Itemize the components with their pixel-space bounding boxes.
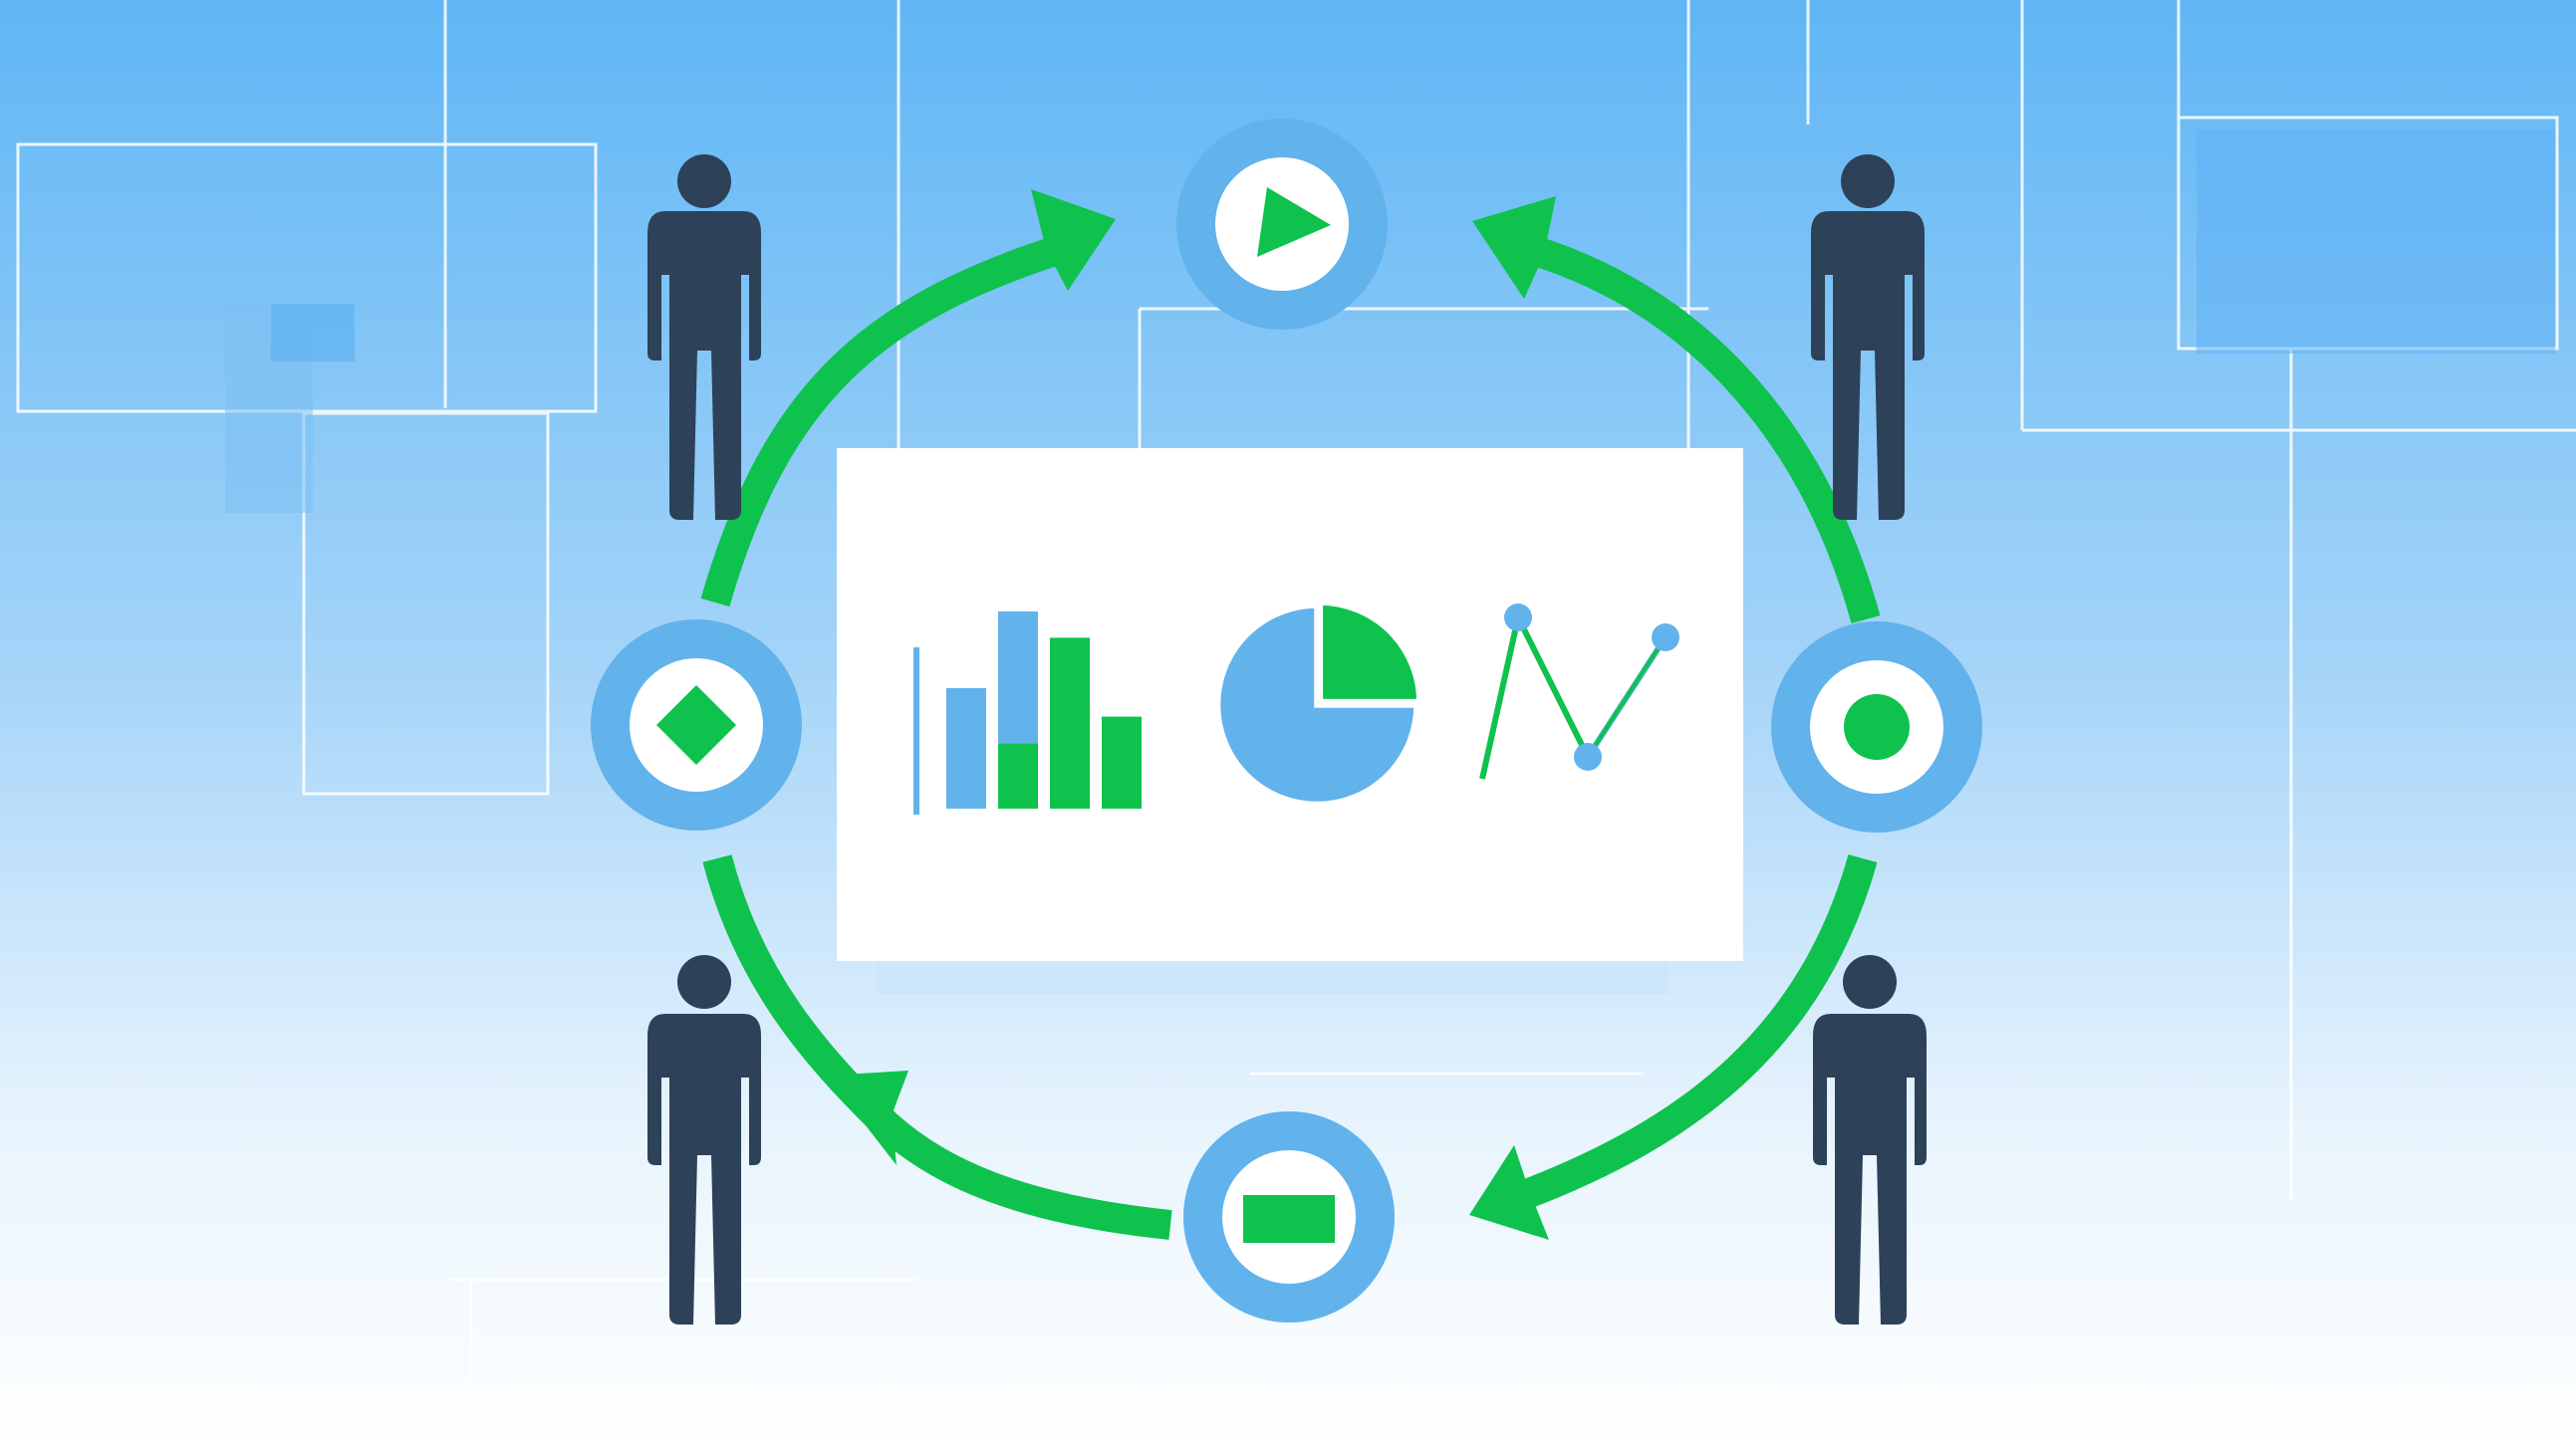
pie-chart-slices <box>1214 599 1423 808</box>
person-head <box>677 154 731 208</box>
arrowhead-left-icon <box>1469 1145 1549 1240</box>
play-icon <box>1257 187 1331 257</box>
dashboard-panel <box>837 448 1743 961</box>
dot-icon <box>1844 694 1910 760</box>
cycle-arrow-top-left <box>700 234 1066 607</box>
person-icon-bottom-left <box>647 955 761 1325</box>
cycle-node-top <box>1176 119 1388 330</box>
line-chart-point <box>1504 604 1532 631</box>
person-body <box>647 211 761 520</box>
arrowhead-up-icon <box>827 1071 908 1165</box>
line-chart-icon <box>1479 604 1679 780</box>
bar-chart-bars <box>946 611 1142 809</box>
arrowhead-left-icon <box>1472 196 1556 299</box>
line-chart-point <box>1574 743 1602 771</box>
pie-chart-slice <box>1317 599 1423 705</box>
decor-block <box>271 304 355 362</box>
pie-chart-icon <box>1214 599 1423 808</box>
bar-chart-bar <box>1050 637 1090 809</box>
diamond-icon <box>656 685 736 765</box>
cycle-arrow-top-right <box>1524 234 1881 623</box>
person-icon-top-left <box>647 154 761 520</box>
bar-chart-bar-segment <box>998 743 1038 809</box>
person-head <box>1843 955 1897 1009</box>
person-body <box>1811 211 1925 520</box>
line-chart-segment-green <box>1586 647 1660 759</box>
decor-block <box>2196 129 2555 354</box>
person-head <box>677 955 731 1009</box>
pie-chart-slice <box>1214 602 1420 808</box>
cycle-arrowheads <box>827 189 1556 1240</box>
cycle-node-bottom <box>1183 1111 1395 1323</box>
line-chart-point <box>1652 623 1679 651</box>
bar-chart-bar <box>1102 716 1142 809</box>
bar-icon <box>1243 1195 1335 1243</box>
cycle-arrow-bottom-right <box>1518 853 1878 1210</box>
grid-frame-left-lower <box>302 411 550 796</box>
arrowhead-right-icon <box>1031 189 1116 291</box>
cycle-node-right <box>1771 621 1982 833</box>
person-body <box>647 1014 761 1325</box>
person-body <box>1813 1014 1927 1325</box>
bar-chart-icon <box>913 611 1142 815</box>
person-icon-bottom-right <box>1813 955 1927 1325</box>
background-grid <box>16 0 2576 1434</box>
person-icon-top-right <box>1811 154 1925 520</box>
cycle-node-left <box>591 619 802 831</box>
person-head <box>1841 154 1895 208</box>
bar-chart-bar <box>946 688 986 809</box>
